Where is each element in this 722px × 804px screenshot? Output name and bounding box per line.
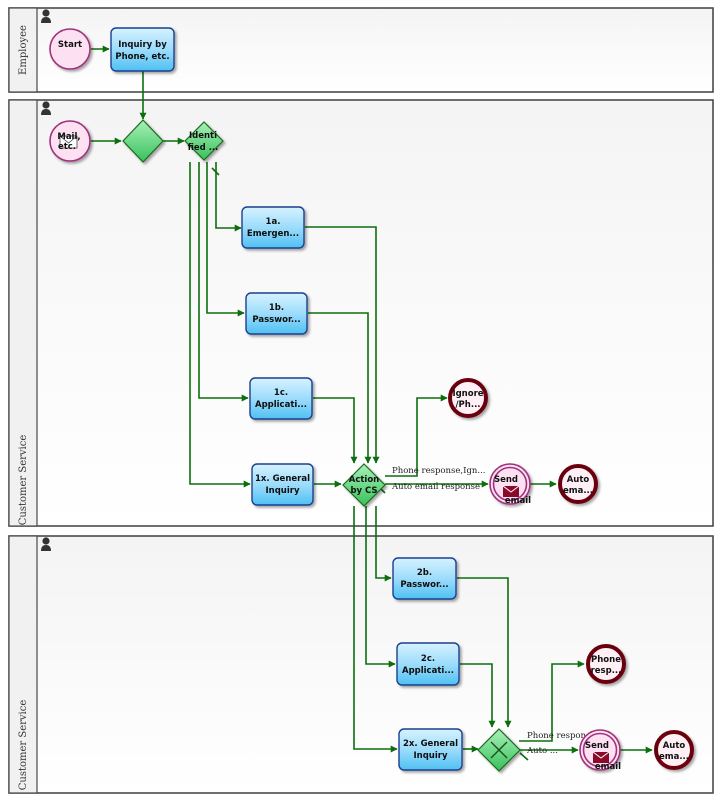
auto-email-1-label-1: Auto — [567, 475, 590, 485]
sequence-flows — [91, 45, 653, 761]
identified-gateway-label-2: fied ... — [188, 143, 219, 153]
task-1a-label-2: Emergen... — [247, 229, 299, 239]
task-2c-application[interactable]: 2c. Applicati... — [396, 642, 460, 686]
flow-label-phone-response-2: Phone respons... — [527, 731, 598, 741]
task-1b-label-2: Passwor... — [252, 315, 300, 325]
task-2b-label-1: 2b. — [417, 568, 432, 578]
lane-label-employee: Employee — [18, 25, 29, 75]
phone-response-end-event[interactable] — [586, 644, 626, 684]
flow-action-to-2c[interactable] — [365, 506, 396, 668]
envelope-icon — [592, 751, 610, 763]
ignore-event-label-1: Ignore — [452, 389, 483, 399]
flow-identified-to-1b[interactable] — [206, 162, 245, 317]
merge-gateway[interactable] — [122, 119, 164, 163]
identified-gateway[interactable] — [184, 121, 224, 161]
task-inquiry-by-phone[interactable]: Inquiry by Phone, etc. — [110, 27, 175, 72]
send-email-1-label-2: email — [505, 496, 531, 506]
lane-label-customer-service-1: Customer Service — [18, 435, 29, 526]
ignore-event-label-2: /Ph... — [455, 400, 480, 410]
task-1b-password[interactable]: 1b. Passwor... — [245, 292, 308, 335]
action-by-cs-gateway[interactable] — [342, 463, 386, 507]
flow-1c-to-action[interactable] — [313, 397, 358, 464]
flow-1b-to-action[interactable] — [308, 312, 372, 464]
auto-email-1-label-2: ema... — [563, 486, 593, 496]
task-2x-label-1: 2x. General — [403, 739, 458, 749]
task-2x-label-2: Inquiry — [414, 751, 448, 761]
task-2c-label-2: Applicati... — [402, 666, 454, 676]
envelope-icon — [502, 485, 520, 497]
flow-label-phone-response-1: Phone response,Ign... — [392, 466, 485, 476]
task-2c-label-1: 2c. — [421, 654, 435, 664]
task-1b-label-1: 1b. — [269, 303, 284, 313]
flow-label-auto-email-1: Auto email response — [391, 482, 480, 492]
task-inquiry-label-1: Inquiry by — [118, 40, 167, 50]
send-email-2-label-1: Send — [585, 741, 609, 751]
task-1c-label-1: 1c. — [274, 388, 288, 398]
flow-identified-to-1c[interactable] — [198, 162, 249, 402]
lane-label-customer-service-2: Customer Service — [18, 700, 29, 791]
flow-action-to-2x[interactable] — [353, 506, 398, 753]
auto-email-end-event-1[interactable] — [558, 464, 598, 504]
performer-icon — [41, 101, 51, 115]
start-event-label: Start — [58, 40, 82, 50]
start-event[interactable] — [49, 28, 91, 70]
phone-event-label-2: resp... — [591, 666, 622, 676]
action-gateway-label-2: by CS — [350, 486, 377, 496]
task-1c-label-2: Applicati... — [255, 400, 307, 410]
task-2b-password[interactable]: 2b. Passwor... — [392, 557, 457, 600]
auto-email-2-label-2: ema... — [659, 752, 689, 762]
exclusive-merge-gateway[interactable] — [477, 728, 521, 772]
performer-icon — [41, 9, 51, 23]
flow-identified-to-1a[interactable] — [215, 162, 242, 232]
flow-2c-to-merge[interactable] — [460, 663, 496, 728]
phone-event-label-1: Phone — [591, 655, 621, 665]
task-2x-general-inquiry[interactable]: 2x. General Inquiry — [398, 728, 463, 771]
task-1c-application[interactable]: 1c. Applicati... — [249, 377, 313, 420]
flow-2b-to-merge[interactable] — [457, 577, 512, 728]
task-2b-label-2: Passwor... — [400, 580, 448, 590]
task-1x-general-inquiry[interactable]: 1x. General Inquiry — [251, 463, 314, 506]
identified-gateway-label-1: Identi — [189, 131, 217, 141]
task-1x-label-1: 1x. General — [255, 474, 310, 484]
ignore-end-event[interactable] — [448, 378, 488, 418]
flow-label-auto-2: Auto ... — [526, 746, 558, 756]
action-gateway-label-1: Action — [349, 475, 380, 485]
task-1a-emergency[interactable]: 1a. Emergen... — [241, 206, 305, 249]
auto-email-2-label-1: Auto — [663, 741, 686, 751]
mail-event-label-2: etc. — [58, 142, 76, 152]
send-email-1-label-1: Send — [494, 475, 518, 485]
task-1x-label-2: Inquiry — [266, 486, 300, 496]
task-1a-label-1: 1a. — [266, 217, 281, 227]
flow-merge-to-phone[interactable] — [519, 660, 585, 742]
message-icon — [59, 135, 78, 149]
flow-action-to-ignore[interactable] — [385, 394, 448, 477]
task-inquiry-label-2: Phone, etc. — [115, 52, 169, 62]
x-marker-icon — [490, 741, 508, 759]
performer-icon — [41, 537, 51, 551]
mail-event-label-1: Mail, — [57, 132, 80, 142]
flow-action-to-2b[interactable] — [375, 506, 392, 582]
auto-email-end-event-2[interactable] — [654, 730, 694, 770]
flow-1a-to-action[interactable] — [305, 226, 380, 464]
send-email-2-label-2: email — [595, 762, 621, 772]
flow-identified-to-1x[interactable] — [189, 162, 251, 488]
